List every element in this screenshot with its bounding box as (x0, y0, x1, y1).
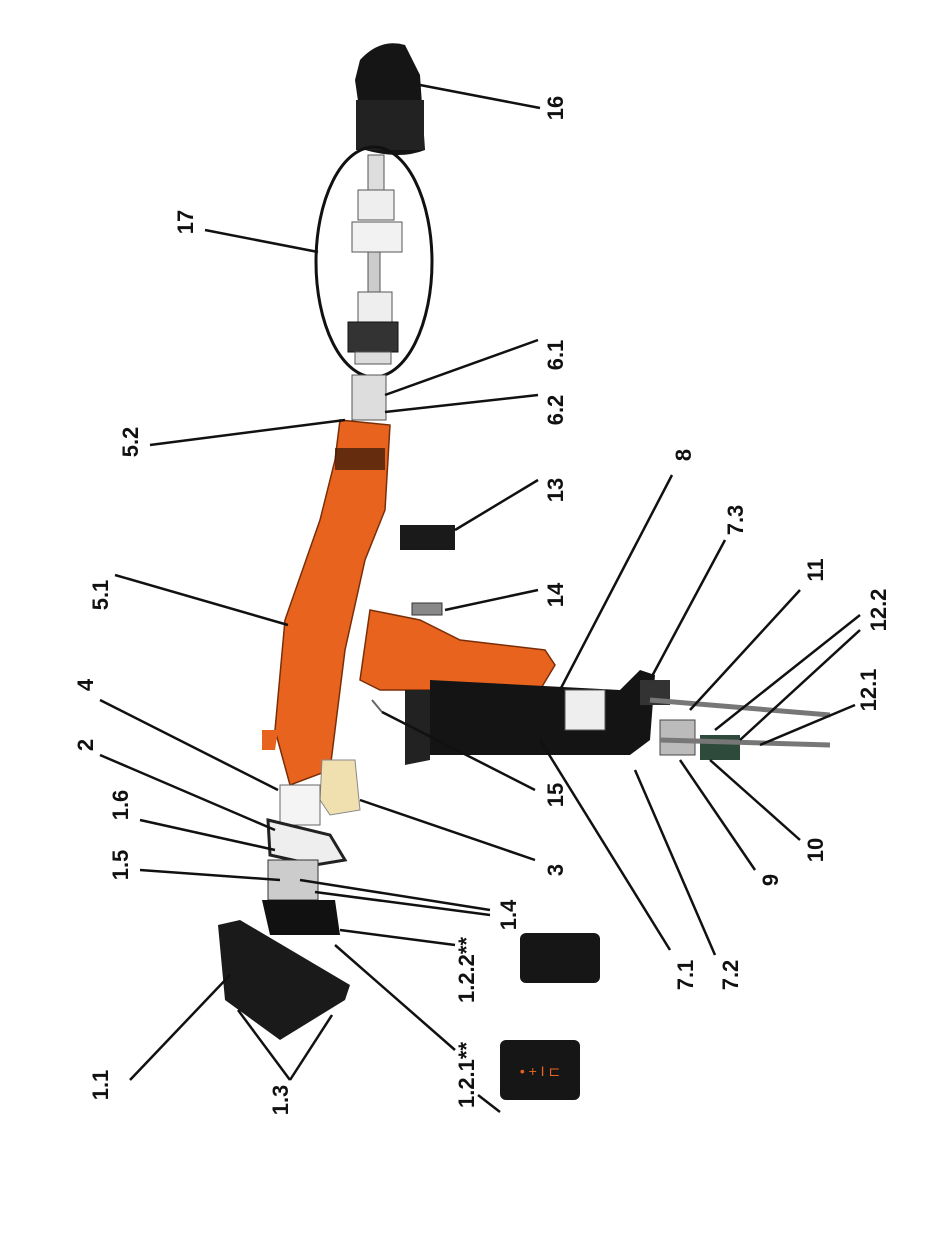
label-1-4: 1.4 (496, 899, 521, 930)
label-7-3: 7.3 (723, 505, 748, 536)
label-1-2-2: 1.2.2** (454, 937, 479, 1003)
label-12-1: 12.1 (856, 669, 881, 712)
label-1-1: 1.1 (88, 1070, 113, 1101)
svg-text:• + I ⊏: • + I ⊏ (520, 1063, 560, 1079)
label-4: 4 (73, 678, 98, 691)
label-17: 17 (173, 210, 198, 234)
part-15 (371, 699, 383, 713)
handle-7-1 (405, 670, 655, 765)
label-11: 11 (803, 558, 828, 581)
part-1-2-1: • + I ⊏ (500, 1040, 580, 1100)
label-6-2: 6.2 (543, 395, 568, 426)
label-1-3: 1.3 (268, 1085, 293, 1116)
part-13 (400, 525, 455, 550)
nozzle-assembly-17 (314, 145, 434, 379)
part-1-2-2 (520, 933, 600, 983)
gun-body-5-1 (262, 419, 556, 786)
label-15: 15 (543, 783, 568, 807)
label-2: 2 (73, 739, 98, 751)
label-14: 14 (543, 582, 568, 607)
label-10: 10 (803, 838, 828, 862)
label-3: 3 (543, 864, 568, 876)
label-1-5: 1.5 (108, 850, 133, 881)
nozzle-cap-16 (355, 43, 425, 155)
label-12-2: 12.2 (866, 589, 891, 632)
label-7-1: 7.1 (673, 960, 698, 991)
label-7-2: 7.2 (718, 960, 743, 991)
part-3 (319, 759, 361, 816)
label-6-1: 6.1 (543, 340, 568, 371)
part-1-2 (262, 900, 340, 935)
part-1-1 (218, 920, 350, 1040)
leader-lines (99, 83, 861, 1113)
part-2 (266, 818, 348, 867)
label-1-6: 1.6 (108, 790, 133, 821)
label-16: 16 (543, 96, 568, 120)
cable-fittings (640, 680, 831, 760)
label-5-1: 5.1 (88, 580, 113, 611)
label-13: 13 (543, 478, 568, 502)
part-14 (411, 602, 443, 616)
label-9: 9 (758, 874, 783, 886)
connector-6 (351, 374, 387, 421)
label-5-2: 5.2 (118, 427, 143, 458)
part-labels: 16 17 6.1 6.2 5.2 8 13 7.3 11 5.1 14 12.… (73, 96, 891, 1116)
label-1-2-1: 1.2.1** (454, 1042, 479, 1108)
part-4 (279, 784, 321, 826)
label-8: 8 (671, 449, 696, 461)
